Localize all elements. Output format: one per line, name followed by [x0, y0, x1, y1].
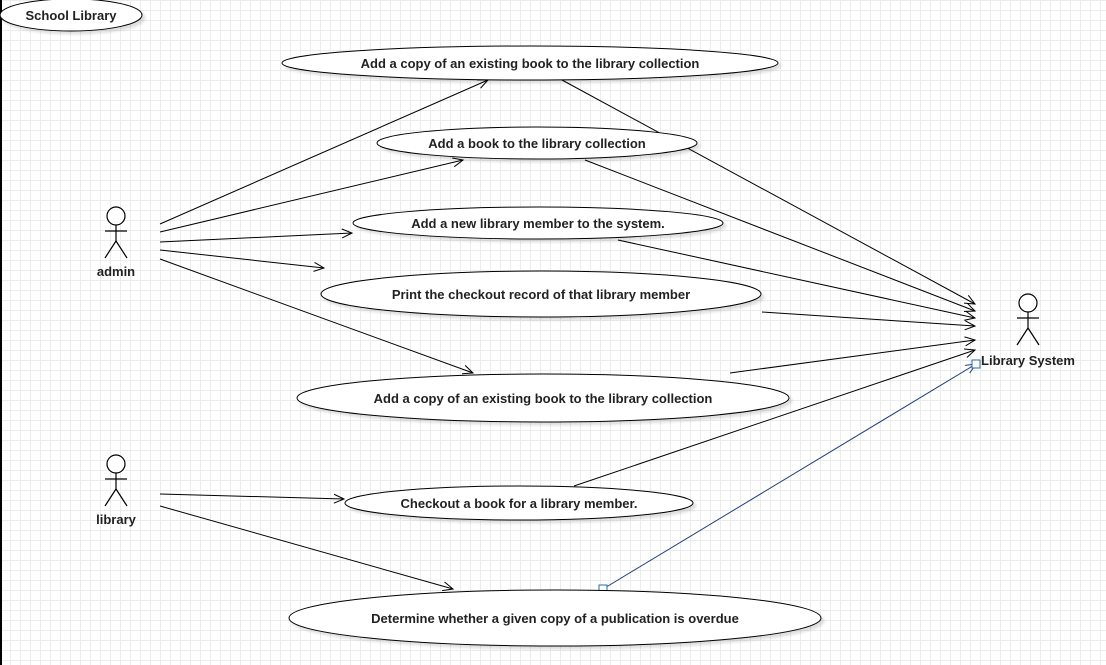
diagram-title[interactable]: School Library	[0, 0, 143, 32]
use-case-ellipse	[352, 206, 724, 240]
use-case-ellipse	[344, 485, 694, 521]
use-case-label: Add a copy of an existing book to the li…	[374, 391, 713, 406]
association-line-uc1-system[interactable]	[561, 79, 976, 305]
arrowhead-icon	[964, 336, 977, 347]
actor-label: Library System	[981, 353, 1075, 368]
use-case-uc4[interactable]: Print the checkout record of that librar…	[320, 270, 762, 318]
association-line-admin-uc4[interactable]	[159, 249, 325, 269]
actor-figure-icon	[1016, 293, 1040, 346]
actor-label: admin	[97, 264, 135, 279]
association-line-uc6-system[interactable]	[573, 349, 976, 487]
association-line-admin-uc2[interactable]	[159, 159, 464, 233]
use-case-uc6[interactable]: Checkout a book for a library member.	[344, 485, 694, 521]
use-case-label: Add a new library member to the system.	[411, 216, 665, 231]
use-case-uc7[interactable]: Determine whether a given copy of a publ…	[288, 589, 822, 647]
actor-admin[interactable]: admin	[97, 206, 135, 279]
title-text: School Library	[25, 8, 117, 23]
association-line-uc3-system[interactable]	[617, 239, 976, 319]
use-case-ellipse	[296, 373, 790, 423]
association-layer	[159, 79, 981, 594]
arrowhead-icon	[313, 262, 326, 272]
association-line-uc2-system[interactable]	[584, 159, 976, 312]
use-case-ellipse	[376, 126, 698, 160]
actor-library[interactable]: library	[96, 454, 137, 527]
use-case-uc2[interactable]: Add a book to the library collection	[376, 126, 698, 160]
use-case-ellipse	[281, 45, 779, 81]
actor-label: library	[96, 512, 137, 527]
association-line-admin-uc5[interactable]	[159, 258, 474, 374]
use-case-label: Add a book to the library collection	[428, 136, 645, 151]
association-line-uc7-system[interactable]	[602, 363, 977, 590]
selection-handle-end[interactable]	[971, 359, 981, 369]
use-case-ellipse	[320, 270, 762, 318]
use-case-label: Checkout a book for a library member.	[401, 496, 638, 511]
arrowhead-icon	[964, 311, 977, 321]
arrowhead-icon	[341, 228, 354, 239]
use-case-uc1[interactable]: Add a copy of an existing book to the li…	[281, 45, 779, 81]
use-case-ellipse	[288, 589, 822, 647]
actor-figure-icon	[104, 206, 128, 259]
arrowhead-icon	[333, 493, 346, 504]
arrowhead-icon	[452, 157, 465, 168]
use-case-label: Add a copy of an existing book to the li…	[361, 56, 700, 71]
use-case-label: Determine whether a given copy of a publ…	[371, 611, 739, 626]
use-case-uc3[interactable]: Add a new library member to the system.	[352, 206, 724, 240]
association-line-uc5-system[interactable]	[729, 339, 976, 374]
association-line-admin-uc1[interactable]	[159, 79, 489, 225]
use-case-uc5[interactable]: Add a copy of an existing book to the li…	[296, 373, 790, 423]
association-line-admin-uc3[interactable]	[159, 232, 353, 243]
association-line-library-uc7[interactable]	[159, 505, 454, 590]
title-ellipse	[0, 0, 143, 32]
actor-figure-icon	[104, 454, 128, 507]
use-case-label: Print the checkout record of that librar…	[392, 287, 690, 302]
arrowhead-icon	[442, 581, 455, 592]
association-line-uc4-system[interactable]	[761, 311, 976, 327]
arrowhead-icon	[964, 348, 977, 358]
arrowhead-icon	[964, 320, 977, 331]
association-line-library-uc6[interactable]	[159, 493, 345, 500]
actor-library-system[interactable]: Library System	[981, 293, 1075, 368]
arrowhead-icon	[461, 364, 475, 375]
arrowhead-icon	[963, 302, 977, 313]
